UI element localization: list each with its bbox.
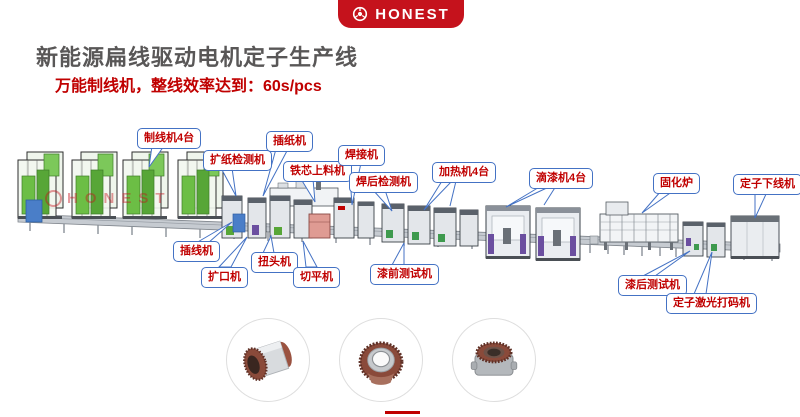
page-subtitle: 万能制线机，整线效率达到：60s/pcs — [55, 78, 322, 95]
label-paper-expand-check: 扩纸检测机 — [203, 150, 272, 171]
feeder-cabinet — [25, 199, 43, 223]
label-pre-paint-test: 漆前测试机 — [370, 264, 439, 285]
stator-top-image — [358, 341, 404, 385]
label-flat-cutting: 切平机 — [293, 267, 340, 288]
label-flaring: 扩口机 — [201, 267, 248, 288]
end-line-machines — [682, 215, 780, 259]
aperture-icon — [353, 6, 368, 22]
wire-forming-machines — [17, 151, 224, 223]
label-paper-insert: 插纸机 — [266, 131, 313, 152]
label-heaters: 加热机4台 — [432, 162, 497, 183]
label-post-weld-check: 焊后检测机 — [349, 172, 418, 193]
label-welding: 焊接机 — [338, 145, 385, 166]
label-core-loading: 铁芯上料机 — [283, 161, 352, 182]
label-curing-oven: 固化炉 — [653, 173, 700, 194]
stator-housing-image — [470, 341, 518, 376]
stator-side-image — [243, 340, 292, 381]
varnish-machines — [485, 205, 599, 261]
page-title: 新能源扁线驱动电机定子生产线 — [36, 45, 359, 70]
brand-name: HONEST — [375, 5, 450, 23]
slide-divider — [385, 411, 420, 414]
label-laser-marking: 定子激光打码机 — [666, 293, 757, 314]
label-varnish-machines: 滴漆机4台 — [529, 168, 594, 189]
heater-machines — [381, 203, 479, 247]
photo-stator-top — [339, 318, 423, 402]
brand-badge: HONEST — [338, 0, 464, 28]
photo-stator-housing — [452, 318, 536, 402]
label-stator-unload: 定子下线机 — [733, 174, 800, 195]
label-post-paint-test: 漆后测试机 — [618, 275, 687, 296]
mid-line-machines — [221, 180, 375, 239]
label-wire-forming: 制线机4台 — [137, 128, 202, 149]
photo-stator-side — [226, 318, 310, 402]
label-wire-insert: 插线机 — [173, 241, 220, 262]
label-twisting: 扭头机 — [251, 252, 298, 273]
curing-oven — [599, 201, 679, 250]
